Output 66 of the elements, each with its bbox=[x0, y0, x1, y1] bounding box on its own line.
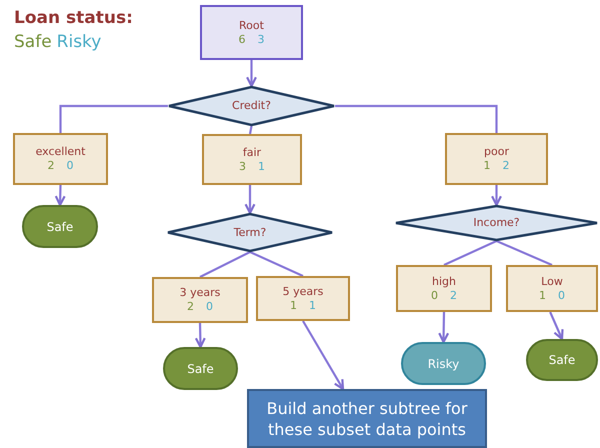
node-label: 5 years bbox=[282, 284, 324, 298]
node-label: Low bbox=[541, 274, 563, 288]
root-box bbox=[200, 5, 303, 60]
node-label: excellent bbox=[36, 145, 86, 159]
risky-count: 1 bbox=[258, 160, 265, 174]
leaf-label: Safe bbox=[187, 362, 214, 376]
safe-count: 1 bbox=[290, 298, 297, 312]
safe-count: 1 bbox=[539, 288, 546, 302]
risky-count: 0 bbox=[206, 300, 213, 314]
legend-entry: Safe bbox=[14, 32, 52, 52]
safe-count: 0 bbox=[431, 288, 438, 302]
split-box bbox=[396, 265, 492, 312]
arrow bbox=[491, 185, 502, 206]
safe-count: 1 bbox=[484, 159, 490, 173]
connector-line bbox=[444, 240, 497, 266]
node-label: high bbox=[432, 274, 456, 288]
arrow bbox=[438, 312, 450, 344]
leaf-node bbox=[526, 339, 598, 381]
safe-count: 2 bbox=[187, 300, 194, 314]
split-box bbox=[13, 133, 108, 185]
node-label: Term? bbox=[234, 226, 266, 240]
leaf-label: Safe bbox=[46, 220, 74, 234]
node-label: Root bbox=[239, 18, 264, 32]
risky-count: 3 bbox=[258, 32, 264, 46]
split-box bbox=[152, 277, 248, 323]
note-text: Build another subtree for these subset data points bbox=[266, 398, 468, 440]
arrow bbox=[246, 60, 257, 88]
arrow bbox=[194, 322, 206, 348]
connector-line bbox=[59, 104, 168, 133]
decision-diamond bbox=[395, 205, 598, 241]
leaf-node bbox=[22, 205, 98, 248]
node-label: Credit? bbox=[232, 99, 271, 113]
node-label: poor bbox=[484, 145, 509, 159]
risky-count: 0 bbox=[66, 159, 74, 173]
connector-line bbox=[335, 104, 498, 133]
risky-count: 0 bbox=[558, 288, 565, 302]
note-box bbox=[247, 389, 487, 448]
connector-line bbox=[250, 251, 304, 277]
leaf-label: Risky bbox=[428, 356, 460, 370]
arrow bbox=[302, 320, 344, 390]
legend-entry: Risky bbox=[56, 32, 102, 52]
risky-count: 1 bbox=[309, 298, 316, 312]
split-box bbox=[445, 133, 548, 185]
risky-count: 2 bbox=[502, 159, 510, 173]
safe-count: 3 bbox=[239, 160, 246, 174]
leaf-node bbox=[401, 342, 486, 385]
safe-count: 2 bbox=[48, 159, 54, 173]
leaf-node bbox=[163, 347, 238, 390]
split-box bbox=[202, 134, 302, 185]
arrow bbox=[54, 184, 66, 206]
decision-diamond bbox=[168, 86, 335, 126]
connector-line bbox=[200, 251, 250, 278]
arrow bbox=[549, 312, 564, 340]
leaf-label: Safe bbox=[548, 353, 576, 367]
split-box bbox=[256, 276, 350, 321]
node-label: Income? bbox=[473, 216, 520, 230]
split-box bbox=[506, 265, 598, 312]
connector-line bbox=[248, 126, 253, 134]
connector-line bbox=[496, 240, 552, 266]
node-label: fair bbox=[242, 146, 262, 160]
arrow bbox=[244, 185, 256, 214]
node-label: 3 years bbox=[180, 286, 220, 300]
legend-title: Loan status: bbox=[14, 8, 133, 28]
safe-count: 6 bbox=[238, 32, 246, 46]
decision-diamond bbox=[167, 213, 333, 252]
risky-count: 2 bbox=[450, 288, 457, 302]
